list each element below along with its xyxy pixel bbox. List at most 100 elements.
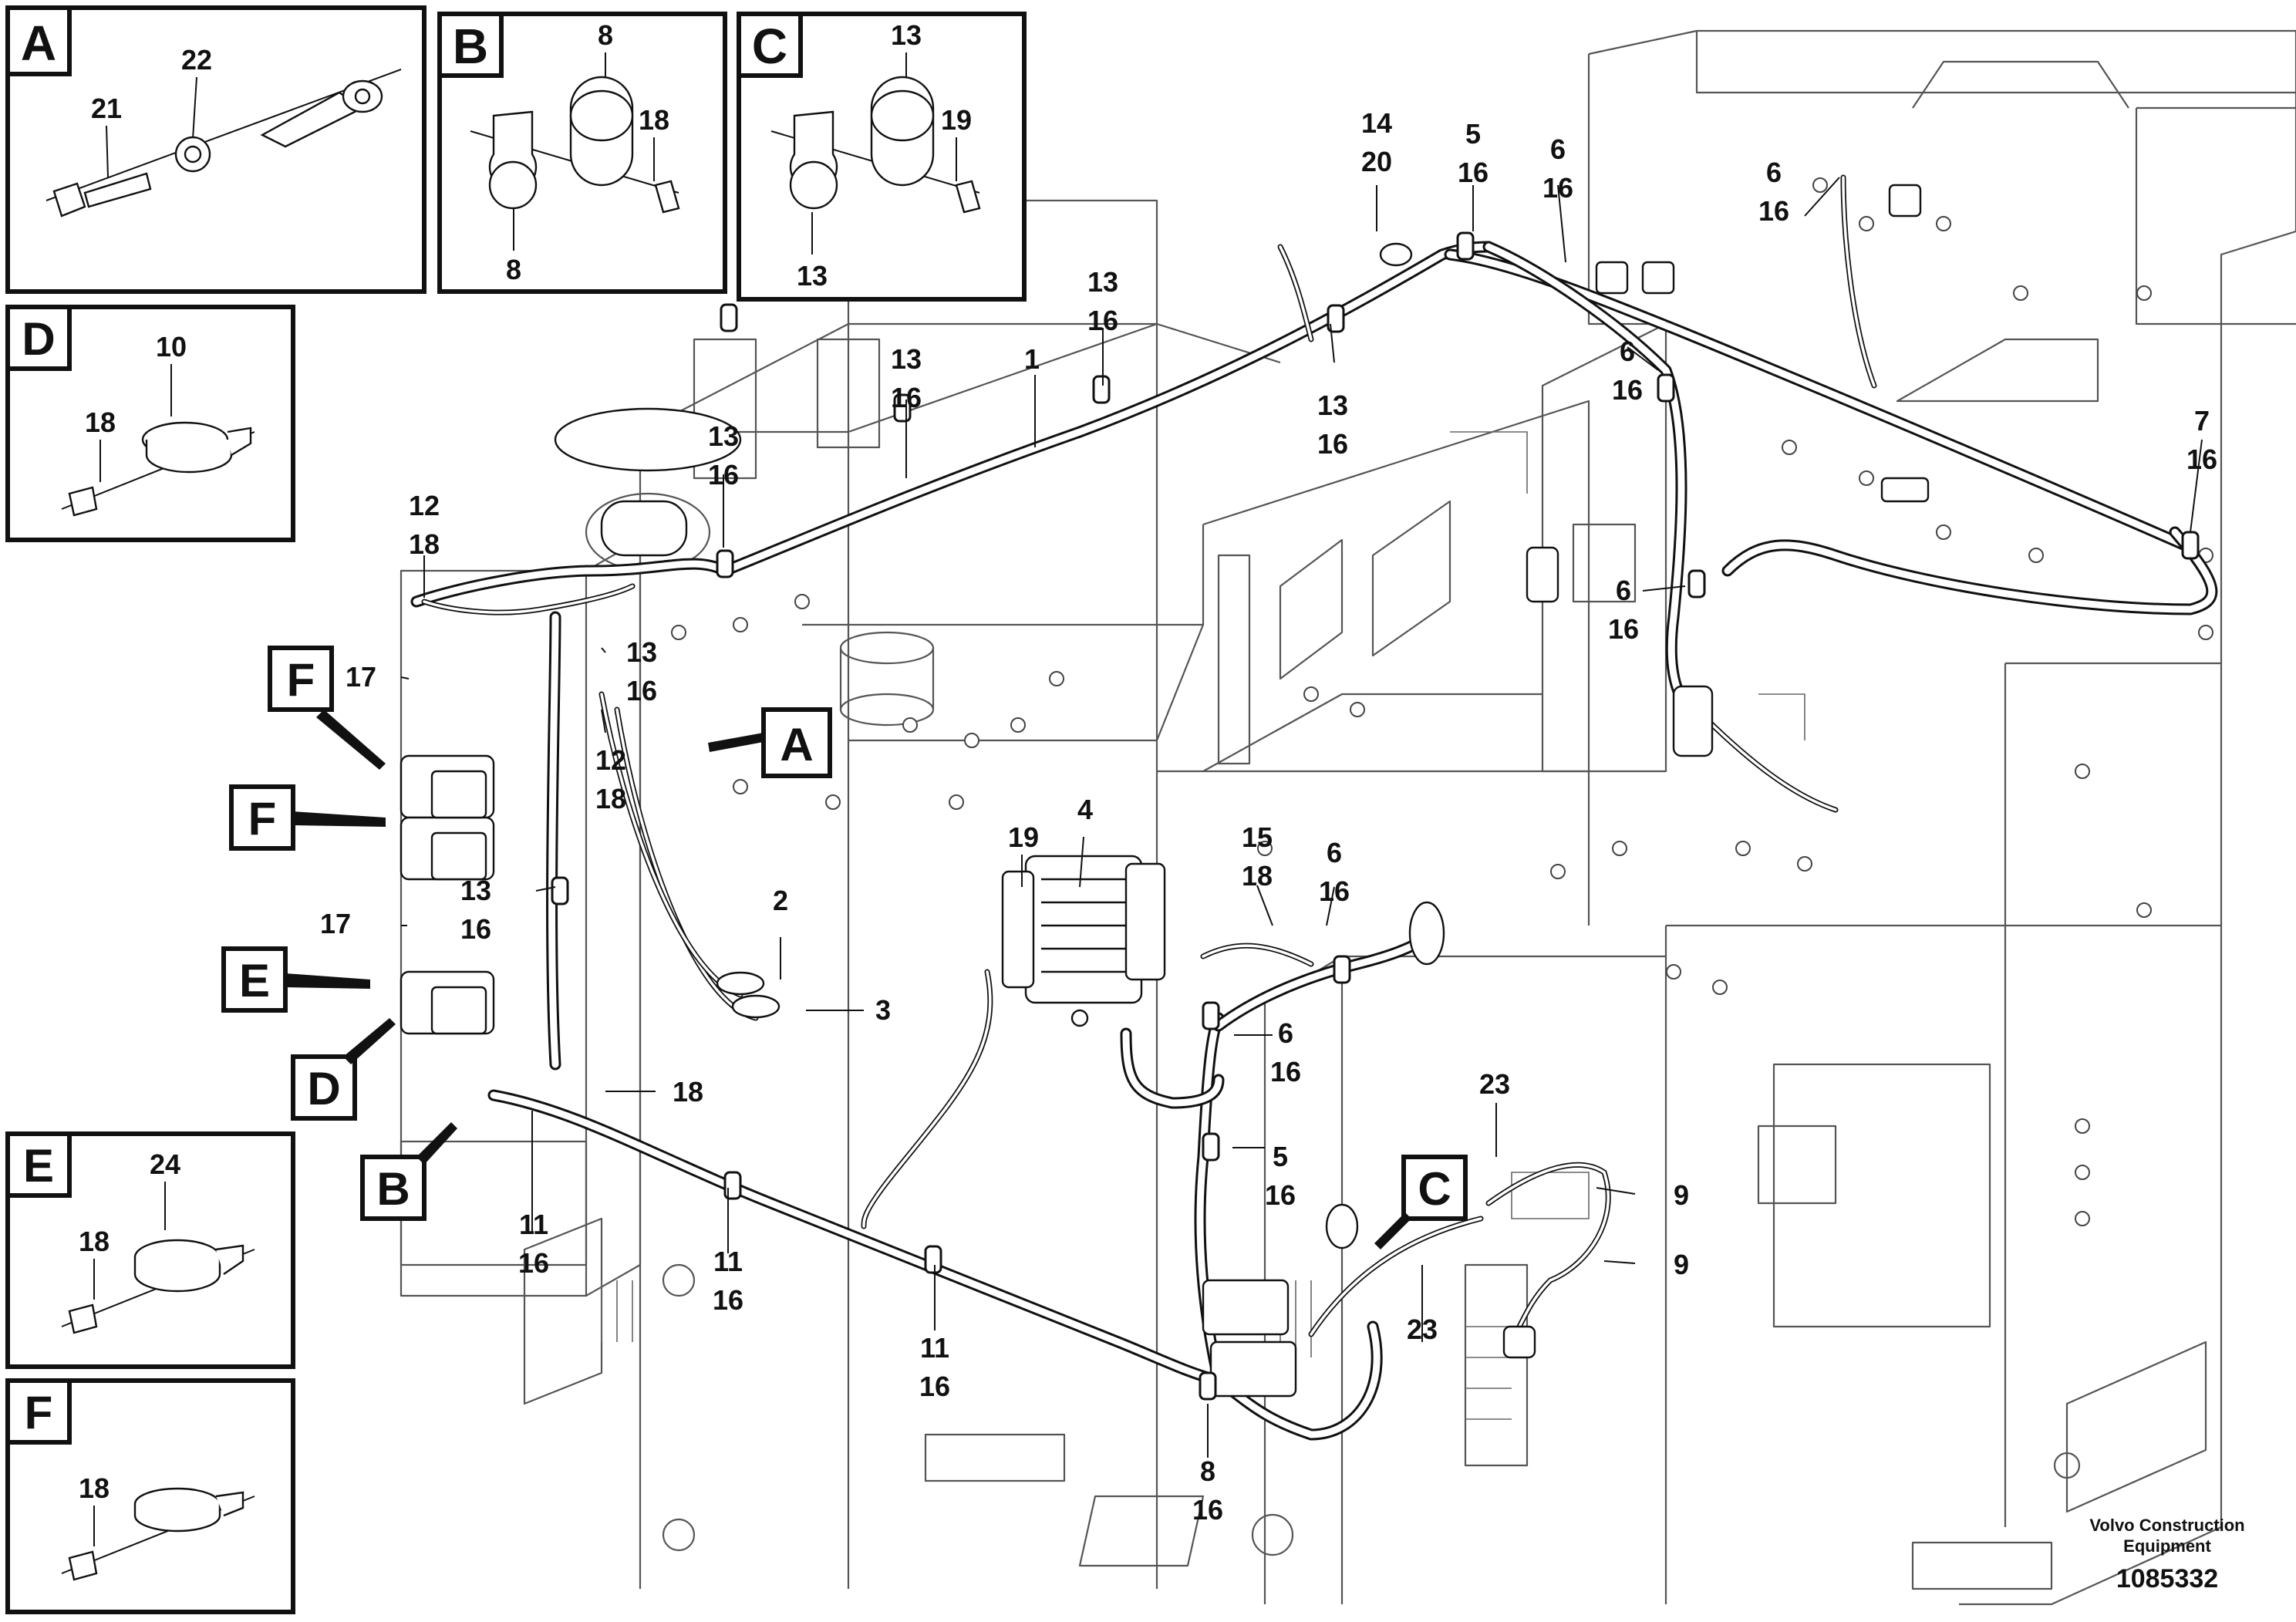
detail-box-a: A 22 21 xyxy=(5,5,426,294)
detail-box-letter: C xyxy=(752,19,787,74)
callout-label: 5 xyxy=(1465,118,1481,150)
callout-label: 16 xyxy=(919,1371,950,1402)
callout-label: 17 xyxy=(320,908,351,939)
callout-label: 13 xyxy=(891,19,922,51)
credit-line-1: Volvo Construction xyxy=(2089,1516,2244,1535)
callout-label: 18 xyxy=(639,104,669,136)
callout-label: 16 xyxy=(1758,195,1789,227)
callout-label: 16 xyxy=(891,382,922,413)
credit-line-2: Equipment xyxy=(2123,1536,2211,1556)
callout-label: 6 xyxy=(1616,575,1631,606)
callout-label: 20 xyxy=(1361,146,1392,177)
callout-label: 16 xyxy=(626,675,657,706)
machine-frame xyxy=(400,29,2296,1606)
callout-label: 16 xyxy=(1542,172,1573,204)
callout-label: 13 xyxy=(708,420,739,452)
view-marker-e: E xyxy=(221,946,370,1013)
callout-label: 13 xyxy=(797,260,828,292)
callout-label: 12 xyxy=(409,490,440,521)
callout-label: 15 xyxy=(1242,821,1273,853)
view-marker-d: D xyxy=(291,1018,396,1121)
view-marker-f-upper: F xyxy=(268,646,386,770)
callout-label: 18 xyxy=(1242,860,1273,892)
drawing-credit: Volvo Construction Equipment 1085332 xyxy=(2089,1516,2244,1593)
svg-text:D: D xyxy=(307,1063,340,1114)
detail-box-d: D 10 18 xyxy=(5,305,295,542)
callout-label: 8 xyxy=(598,19,613,51)
detail-box-letter: D xyxy=(22,313,55,365)
detail-box-letter: A xyxy=(21,15,56,71)
callout-label: 16 xyxy=(1608,613,1639,645)
callout-label: 19 xyxy=(1008,821,1039,853)
callout-label: 13 xyxy=(626,636,657,668)
callout-label: 14 xyxy=(1361,107,1392,139)
callout-label: 13 xyxy=(1317,389,1348,421)
callout-label: 16 xyxy=(1265,1179,1296,1211)
document-number: 1085332 xyxy=(2116,1564,2218,1593)
callout-label: 16 xyxy=(460,913,491,945)
svg-text:E: E xyxy=(239,955,270,1007)
callout-label: 12 xyxy=(595,744,626,776)
callout-label: 10 xyxy=(156,331,187,363)
callout-label: 13 xyxy=(1087,266,1118,298)
callout-label: 18 xyxy=(409,528,440,560)
view-marker-a: A xyxy=(708,707,832,778)
callout-label: 3 xyxy=(875,994,891,1026)
callout-label: 4 xyxy=(1077,794,1093,825)
callout-label: 18 xyxy=(673,1076,703,1108)
callout-label: 9 xyxy=(1674,1179,1689,1211)
callout-label: 16 xyxy=(2186,443,2217,475)
callout-label: 11 xyxy=(713,1246,743,1277)
callout-label: 5 xyxy=(1273,1141,1288,1172)
svg-text:F: F xyxy=(248,793,277,845)
detail-box-letter: E xyxy=(23,1140,54,1192)
callout-label: 13 xyxy=(460,875,491,906)
wiring-harness xyxy=(410,174,2218,1441)
callout-label: 6 xyxy=(1327,837,1342,868)
svg-text:B: B xyxy=(376,1163,410,1215)
view-marker-c: C xyxy=(1374,1155,1468,1249)
callout-label: 16 xyxy=(1087,305,1118,336)
callout-label: 8 xyxy=(1200,1455,1215,1487)
callout-label: 16 xyxy=(1612,374,1643,406)
svg-text:C: C xyxy=(1418,1163,1451,1215)
callout-label: 18 xyxy=(85,406,116,438)
callout-label: 16 xyxy=(713,1284,743,1316)
detail-box-letter: F xyxy=(25,1387,53,1438)
view-marker-b: B xyxy=(360,1122,457,1221)
callout-label: 16 xyxy=(1270,1056,1301,1088)
callout-label: 7 xyxy=(2194,405,2210,437)
callout-label: 21 xyxy=(91,93,122,124)
view-marker-f-lower: F xyxy=(229,784,386,851)
callout-label: 16 xyxy=(1192,1494,1223,1526)
callout-label: 16 xyxy=(518,1247,549,1279)
callout-label: 23 xyxy=(1479,1068,1510,1100)
callout-label: 2 xyxy=(773,885,788,916)
callout-label: 6 xyxy=(1278,1017,1293,1049)
callout-label: 16 xyxy=(1458,157,1489,188)
detail-box-letter: B xyxy=(453,19,488,74)
view-markers: F F E D B A C xyxy=(221,646,1468,1249)
callout-label: 16 xyxy=(1317,428,1348,460)
detail-box-b: B 8 18 8 xyxy=(437,12,727,294)
svg-text:A: A xyxy=(780,719,813,771)
callout-label: 17 xyxy=(346,661,376,693)
callout-label: 18 xyxy=(79,1472,110,1504)
callout-label: 11 xyxy=(519,1209,548,1240)
callout-label: 22 xyxy=(181,44,212,76)
callout-label: 6 xyxy=(1766,157,1782,188)
harness-components xyxy=(400,184,2200,1401)
callout-label: 16 xyxy=(708,459,739,491)
detail-box-c: C 13 19 13 xyxy=(737,12,1027,302)
callout-label: 11 xyxy=(920,1332,949,1364)
callout-label: 9 xyxy=(1674,1249,1689,1280)
callout-label: 19 xyxy=(941,104,972,136)
svg-text:F: F xyxy=(287,654,315,706)
callout-label: 16 xyxy=(1319,875,1350,907)
callout-label: 18 xyxy=(595,783,626,814)
callout-label: 24 xyxy=(150,1148,180,1180)
callout-label: 23 xyxy=(1407,1313,1438,1345)
callout-label: 8 xyxy=(506,254,521,285)
callout-label: 13 xyxy=(891,343,922,375)
